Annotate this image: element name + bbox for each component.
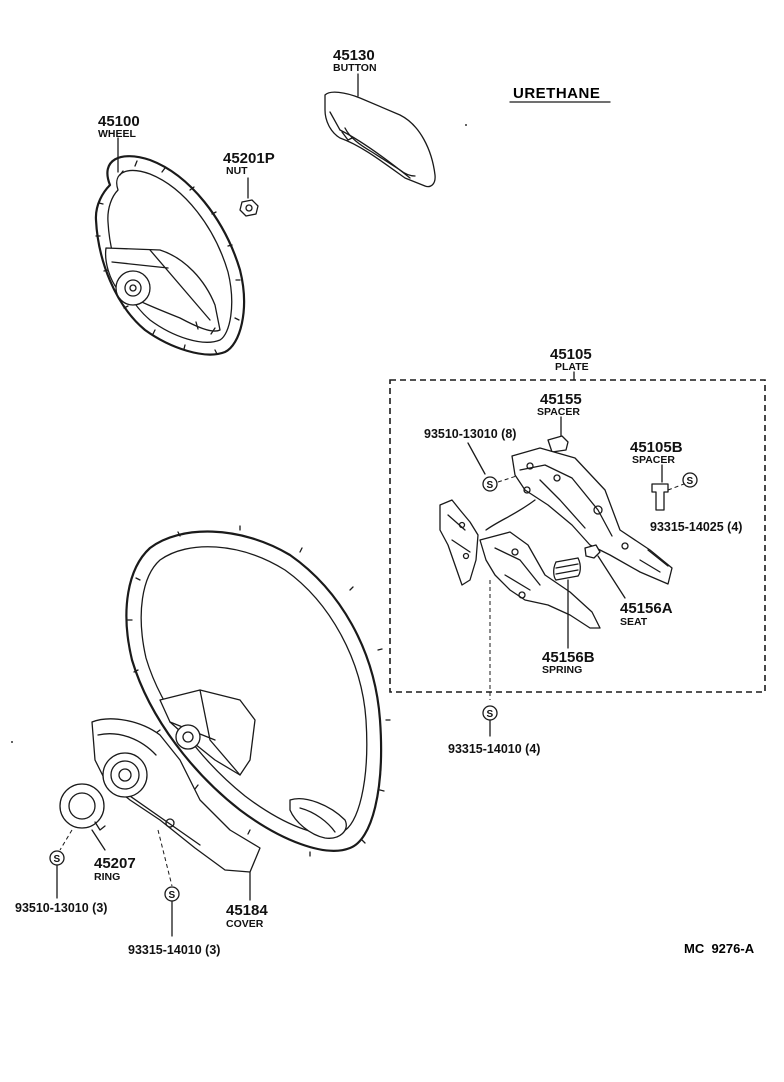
- s-symbol: [482, 476, 498, 492]
- cover: [91, 718, 261, 901]
- seat-part-name: SEAT: [620, 616, 648, 628]
- spacer-b-part-number: 45105B: [630, 439, 683, 456]
- spacer-part-name: SPACER: [537, 406, 580, 418]
- nut-part-number: 45201P: [223, 150, 275, 167]
- seat: [584, 544, 601, 559]
- top-steering-wheel: [94, 137, 246, 356]
- spacer-b-part-name: SPACER: [632, 454, 675, 466]
- spacer-clip: [547, 435, 569, 453]
- screw-93510-13010-3-label: 93510-13010 (3): [15, 901, 107, 915]
- button-part-number: 45130: [333, 47, 375, 64]
- spacer-part-number: 45155: [540, 391, 582, 408]
- plate-part-name: PLATE: [555, 361, 589, 373]
- ring: [59, 783, 106, 851]
- nut-part-name: NUT: [226, 165, 248, 177]
- screw-93315-14010-4-label: 93315-14010 (4): [448, 742, 540, 756]
- svg-text:S: S: [687, 476, 694, 487]
- spring: [553, 557, 581, 649]
- cover-part-name: COVER: [226, 918, 264, 930]
- button-part-name: BUTTON: [333, 62, 377, 74]
- contact-bracket: [439, 499, 536, 586]
- diagram-code: MC 9276-A: [684, 941, 755, 956]
- bottom-steering-wheel: [125, 525, 391, 857]
- wheel-part-name: WHEEL: [98, 128, 137, 140]
- wheel-part-number: 45100: [98, 113, 140, 130]
- urethane-header: URETHANE: [509, 85, 611, 103]
- urethane-label: URETHANE: [513, 85, 600, 102]
- screw-93315-14010-3-label: 93315-14010 (3): [128, 943, 220, 957]
- seat-part-number: 45156A: [620, 600, 673, 617]
- svg-text:S: S: [487, 709, 494, 720]
- nut: [239, 177, 259, 217]
- ring-part-number: 45207: [94, 855, 136, 872]
- seat-bracket: [479, 531, 601, 629]
- svg-text:S: S: [487, 480, 494, 491]
- plate-part-number: 45105: [550, 346, 592, 363]
- svg-text:S: S: [54, 854, 61, 865]
- ring-part-name: RING: [94, 871, 120, 883]
- screw-93315-14025-4-label: 93315-14025 (4): [650, 520, 742, 534]
- horn-contact-plate: [511, 447, 673, 585]
- s-symbol: [682, 472, 698, 488]
- plate-assembly-box: [389, 379, 766, 693]
- spacer-b-bolt: [651, 483, 669, 511]
- spring-part-number: 45156B: [542, 649, 595, 666]
- screw-93510-13010-8-label: 93510-13010 (8): [424, 427, 516, 441]
- svg-text:S: S: [169, 890, 176, 901]
- horn-button: [324, 73, 436, 188]
- spring-part-name: SPRING: [542, 664, 582, 676]
- cover-part-number: 45184: [226, 902, 268, 919]
